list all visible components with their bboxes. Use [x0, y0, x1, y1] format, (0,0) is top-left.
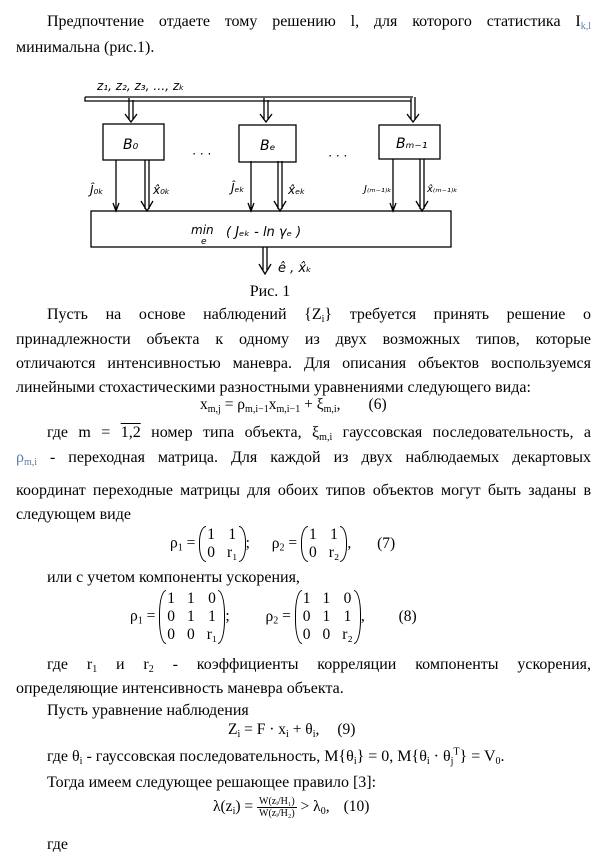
result-label: ê , x̂ₖ [278, 261, 312, 276]
figure-caption: Рис. 1 [249, 283, 291, 300]
equation-number: (6) [368, 396, 387, 413]
output-label: x̂₀ₖ [152, 183, 170, 197]
output-label: J₍ₘ₋₁₎ₖ [362, 184, 392, 195]
block-label: Bₑ [260, 138, 276, 154]
paragraph-line: минимальна (рис.1). [16, 39, 155, 56]
min-sub: e [201, 237, 207, 247]
output-label: Ĵₑₖ [229, 181, 245, 195]
paragraph-line: Пусть на основе наблюдений {Zi} требуетс… [47, 306, 591, 325]
output-label: Ĵ₀ₖ [88, 183, 103, 197]
block-b0 [102, 123, 165, 161]
block-be [238, 124, 297, 163]
paragraph-line: где r1 и r2 - коэффициенты корреляции ко… [47, 656, 592, 675]
equation-number: (7) [377, 534, 396, 552]
equation-number: (9) [337, 721, 356, 738]
paragraph-line: определяющие интенсивность маневра объек… [16, 680, 344, 697]
inputs-label: z₁, z₂, z₃, …, zₖ [96, 79, 184, 93]
ellipsis: · · · [328, 149, 347, 163]
output-arrow [258, 247, 272, 276]
paragraph-line: координат переходные матрицы для обоих т… [16, 482, 591, 499]
figure-1-diagram: z₁, z₂, z₃, …, zₖ B₀ Bₑ Bₘ₋₁ · · · · · ·… [84, 79, 458, 276]
equation-number: (10) [343, 798, 370, 816]
min-block [90, 210, 452, 248]
paragraph-line: где [47, 836, 69, 853]
equation-number: (8) [398, 607, 417, 625]
input-arrow [259, 98, 273, 124]
equation-9: Zi = F · xi + θi,(9) [228, 721, 356, 740]
paragraph-line: отличаются интенсивностью маневра. Для о… [16, 355, 591, 372]
input-arrow [124, 98, 138, 124]
output-label: x̂₍ₘ₋₁₎ₖ [426, 183, 458, 195]
ellipsis: · · · [192, 147, 211, 161]
block-bm1 [378, 124, 441, 160]
paragraph-line: где m = 1,2 номер типа объекта, ξm,i гау… [47, 424, 592, 443]
equation-10: λ(zi) = W(zᵢ/H₁)W(zᵢ/H₂) > λ0,(10) [213, 796, 370, 819]
input-bus [84, 96, 413, 102]
paragraph-line: Пусть уравнение наблюдения [47, 702, 249, 719]
paragraph-line: линейными стохастическими разностными ур… [16, 379, 531, 396]
paragraph-line: Предпочтение отдаете тому решению l, для… [47, 13, 591, 32]
min-label: min [191, 223, 214, 237]
paragraph-line: следующем виде [16, 506, 131, 523]
input-arrow [406, 97, 420, 124]
paragraph-line: где θi - гауссовская последовательность,… [47, 746, 505, 767]
min-expression: ( Jₑₖ - ln γₑ ) [226, 225, 301, 240]
output-label: x̂ₑₖ [287, 183, 305, 197]
paragraph-line: Тогда имеем следующее решающее правило [… [47, 774, 377, 791]
paragraph-line: или с учетом компоненты ускорения, [47, 569, 300, 586]
paragraph-line: принадлежности объекта к одному из двух … [16, 331, 591, 348]
block-label: Bₘ₋₁ [396, 136, 427, 152]
equation-6: xm,j = ρm,i−1xm,i−1 + ξm,i,(6) [200, 396, 387, 415]
block-label: B₀ [123, 137, 139, 153]
paragraph-line: ρm,i - переходная матрица. Для каждой из… [16, 449, 591, 468]
